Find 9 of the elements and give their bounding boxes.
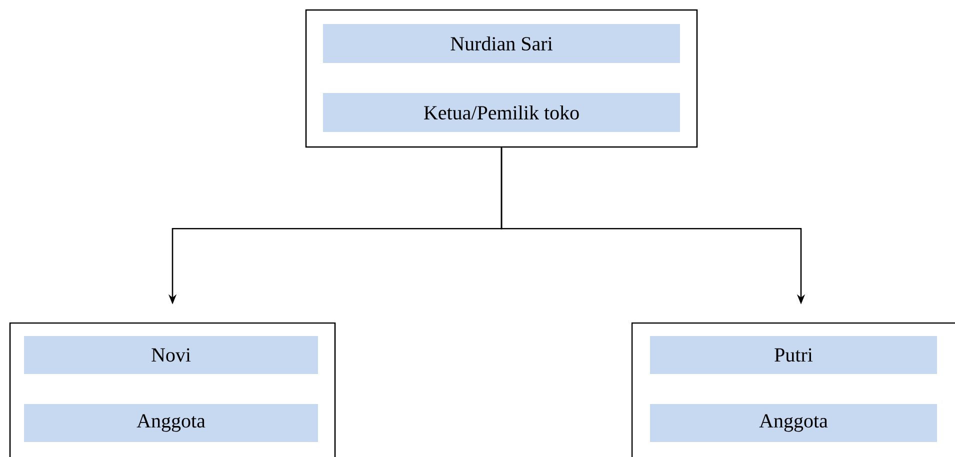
org-box [631,322,955,457]
org-box [305,9,698,148]
label-band: Ketua/Pemilik toko [323,93,680,132]
org-box [9,322,336,457]
label-band: Putri [650,336,937,374]
label-band: Nurdian Sari [323,24,680,63]
label-band: Anggota [24,404,318,442]
label-band: Anggota [650,404,937,442]
label-band: Novi [24,336,318,374]
